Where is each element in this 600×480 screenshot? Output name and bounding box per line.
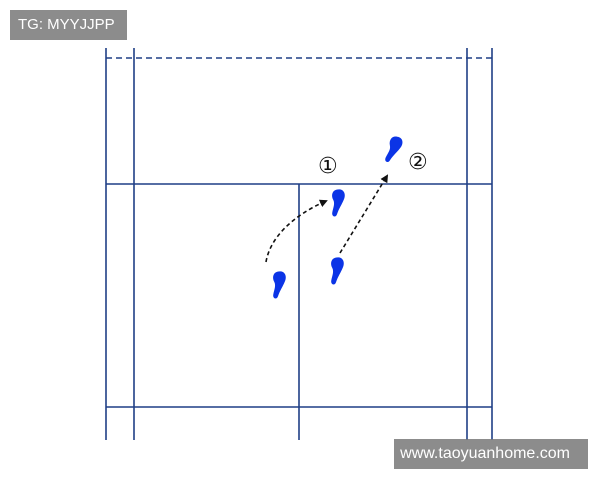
footprint-step-1 (332, 189, 345, 217)
footprint-start-right (331, 257, 344, 285)
footprint-start-left (273, 271, 286, 299)
court-lines (105, 48, 493, 440)
watermark-bottom: www.taoyuanhome.com (394, 439, 588, 469)
footprints (273, 135, 404, 299)
step-label-1: ① (318, 154, 338, 179)
footprint-step-2 (384, 135, 404, 165)
movement-arrows (265, 174, 389, 263)
step-label-2: ② (408, 150, 428, 175)
arrow-step-1 (265, 199, 328, 263)
watermark-top: TG: MYYJJPP (10, 10, 127, 40)
arrow-step-2 (339, 174, 389, 254)
